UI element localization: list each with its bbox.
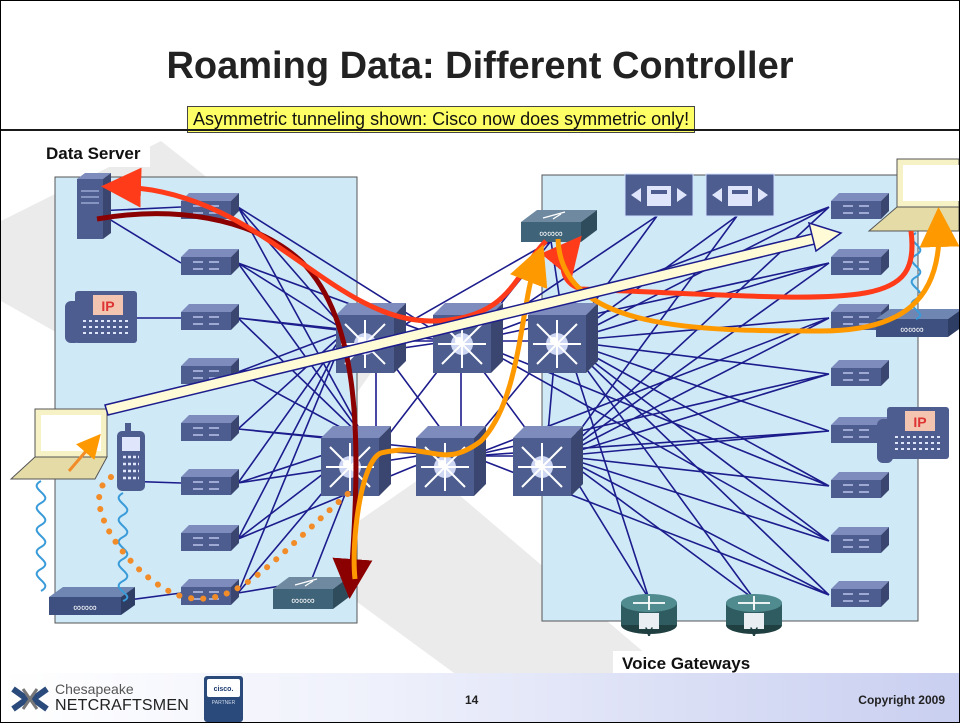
voice-gateways-label: Voice Gateways xyxy=(613,651,760,677)
wireless-handset-icon xyxy=(117,423,145,491)
copyright-text: Copyright 2009 xyxy=(858,693,945,707)
call-manager-icon xyxy=(705,173,775,217)
laptop-icon xyxy=(9,408,108,480)
cisco-partner-badge: cisco. PARTNER xyxy=(204,676,243,722)
page-number: 14 xyxy=(465,693,479,707)
data-server-label: Data Server xyxy=(37,141,150,167)
ip-phone-icon xyxy=(877,407,949,463)
subtitle-callout: Asymmetric tunneling shown: Cisco now do… xyxy=(187,106,696,133)
ip-phone-icon xyxy=(65,291,137,343)
footer-bar xyxy=(1,673,959,722)
roaming-arrow xyxy=(104,221,843,416)
server-icon xyxy=(77,173,111,239)
ip-phone-label: IP xyxy=(913,414,926,430)
wireless-controller-icon xyxy=(272,576,350,610)
netcraftsmen-logo-icon xyxy=(11,686,49,712)
return-path-to-controller xyxy=(540,230,915,300)
voice-gateway-label: V xyxy=(750,625,758,639)
voice-gateway-label: V xyxy=(645,625,653,639)
partner-brand: cisco. xyxy=(213,686,234,693)
wlan-arrow xyxy=(67,433,101,472)
ip-phone-label: IP xyxy=(101,298,114,314)
wireless-controller-icon xyxy=(520,209,598,243)
access-point-icon xyxy=(876,309,959,337)
company-name-line1: Chesapeake xyxy=(55,681,134,697)
tunnel-path-inter-controller xyxy=(351,244,548,580)
company-name-line2: NETCRAFTSMEN xyxy=(55,697,189,714)
right-site-region xyxy=(541,174,919,622)
wlan-dotted-path xyxy=(96,474,354,602)
partner-text: PARTNER xyxy=(211,700,236,706)
call-manager-icon xyxy=(624,173,694,217)
title-divider xyxy=(1,129,959,131)
left-site-region xyxy=(54,176,358,624)
slide-title: Roaming Data: Different Controller xyxy=(166,45,794,87)
